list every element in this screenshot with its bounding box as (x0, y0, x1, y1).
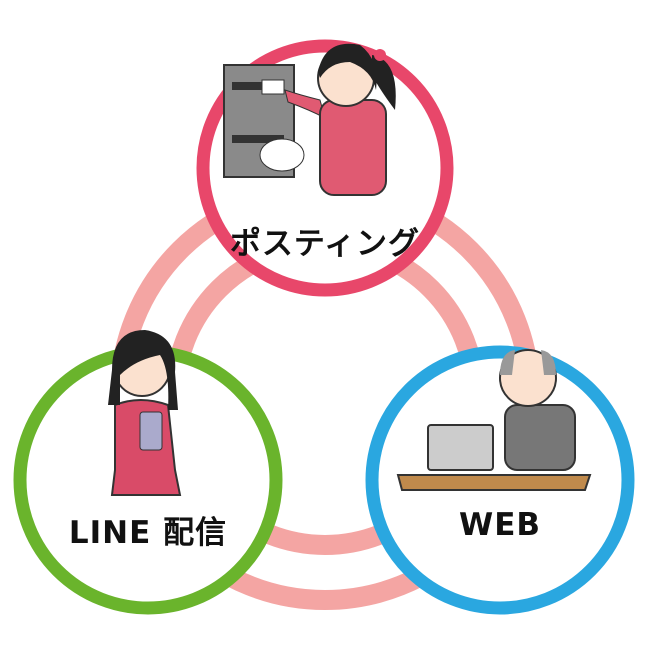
node-posting (196, 39, 454, 297)
smartphone-woman-illustration (108, 330, 182, 496)
node-web (365, 345, 635, 615)
node-line (13, 330, 283, 615)
web-label: WEB (459, 507, 541, 543)
posting-label: ポスティング (229, 226, 421, 262)
laptop-man-illustration (396, 349, 592, 491)
mailbox-woman-illustration (223, 43, 396, 196)
line-label: LINE 配信 (68, 515, 228, 551)
